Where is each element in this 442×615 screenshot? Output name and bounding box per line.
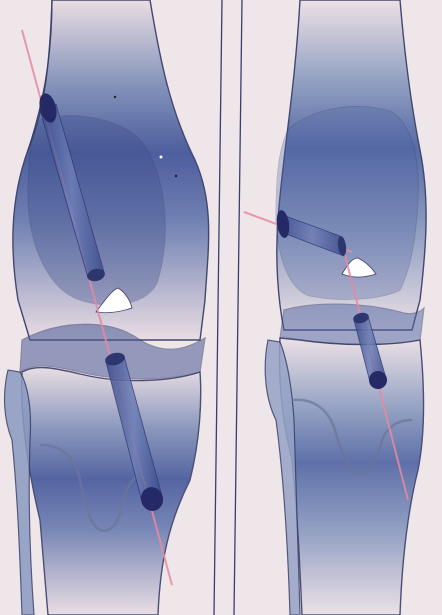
dot [175,175,177,177]
dot [160,156,163,159]
dot [114,96,116,98]
